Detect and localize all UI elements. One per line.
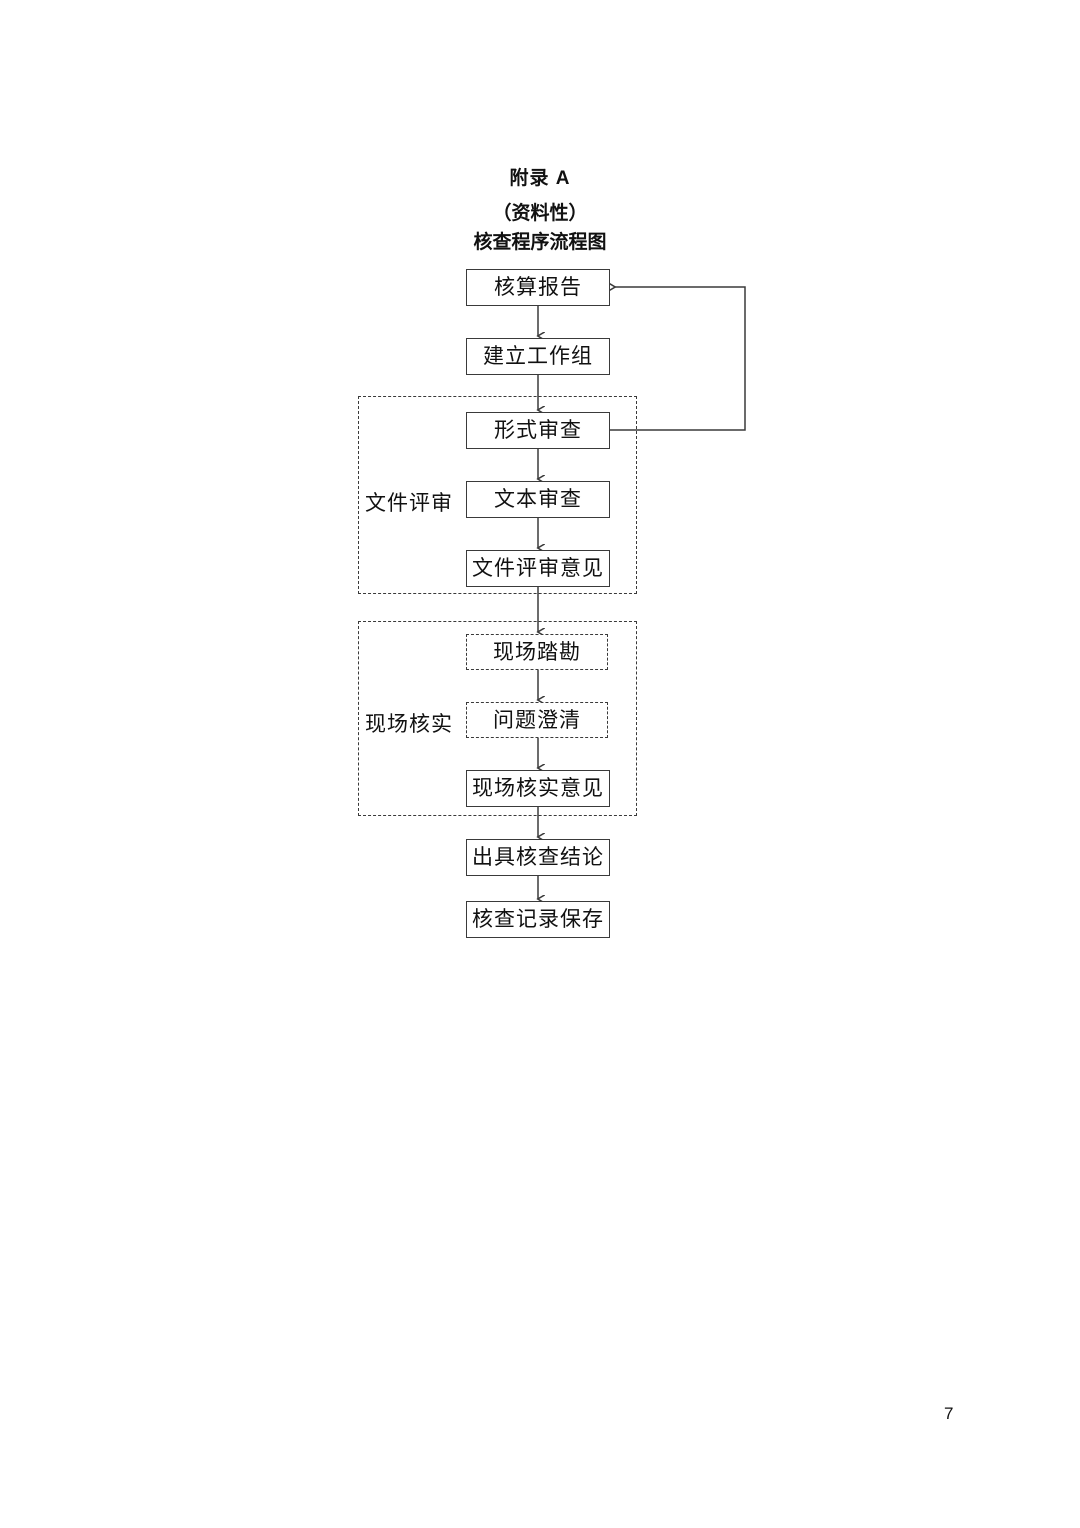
node-core-report: 核算报告 — [466, 269, 610, 306]
group-label-site-verification: 现场核实 — [365, 712, 453, 736]
group-frame-document-review — [358, 396, 637, 594]
node-site-survey: 现场踏勘 — [466, 634, 608, 670]
node-document-review-opinion: 文件评审意见 — [466, 550, 610, 587]
group-frame-site-verification — [358, 621, 637, 816]
node-establish-workgroup: 建立工作组 — [466, 338, 610, 375]
node-site-verification-opinion: 现场核实意见 — [466, 770, 610, 807]
node-issue-verification-conclusion: 出具核查结论 — [466, 839, 610, 876]
edge-feedback-form-review-to-core-report — [610, 287, 746, 431]
appendix-title: 附录 A — [509, 168, 571, 189]
appendix-kind-label: （资料性） — [492, 203, 588, 224]
node-form-review: 形式审查 — [466, 412, 610, 449]
appendix-name-title: 核查程序流程图 — [473, 232, 607, 253]
page-number: 7 — [944, 1404, 954, 1423]
node-text-review: 文本审查 — [466, 481, 610, 518]
flowchart-connectors — [0, 0, 746, 1000]
node-verification-record-storage: 核查记录保存 — [466, 901, 610, 938]
node-issue-clarification: 问题澄清 — [466, 702, 608, 738]
group-label-document-review: 文件评审 — [365, 491, 453, 515]
